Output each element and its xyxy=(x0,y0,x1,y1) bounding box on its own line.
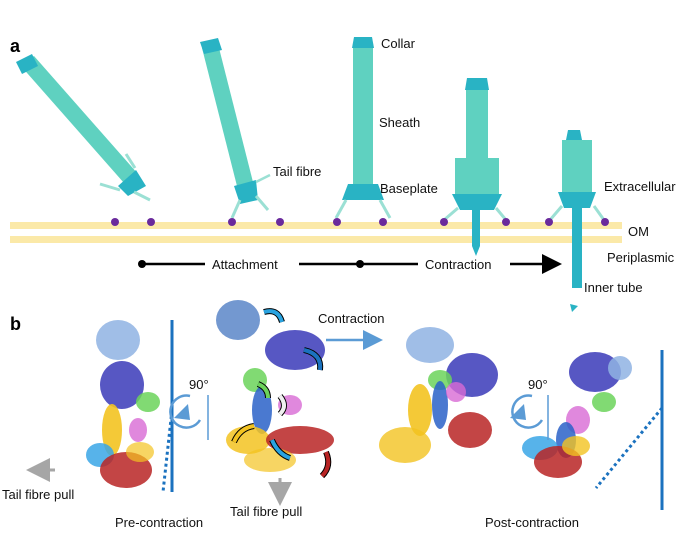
panel-a-letter: a xyxy=(10,36,21,56)
label-baseplate: Baseplate xyxy=(380,181,438,196)
label-om: OM xyxy=(628,224,649,239)
label-periplasmic: Periplasmic xyxy=(607,250,675,265)
label-tail-fibre: Tail fibre xyxy=(273,164,321,179)
motion-arrows xyxy=(231,308,332,479)
label-collar: Collar xyxy=(381,36,416,51)
label-rotation-left: 90° xyxy=(189,377,209,392)
label-inner-tube: Inner tube xyxy=(584,280,643,295)
label-rotation-right: 90° xyxy=(528,377,548,392)
process-timeline xyxy=(138,254,562,274)
rotation-arrow-left xyxy=(169,394,202,429)
phage-contracted xyxy=(548,130,606,312)
label-post-contraction: Post-contraction xyxy=(485,515,579,530)
label-tail-fibre-pull-left: Tail fibre pull xyxy=(2,487,74,502)
phage-approaching xyxy=(16,54,151,202)
protein-structure-pre-left xyxy=(86,320,160,488)
label-extracellular: Extracellular xyxy=(604,179,676,194)
rotation-arrowhead-right xyxy=(510,404,526,420)
label-contraction-b: Contraction xyxy=(318,311,384,326)
receptor-dots xyxy=(111,218,609,226)
protein-structure-post-right xyxy=(522,352,632,478)
axis-dotted-post xyxy=(594,407,664,489)
phage-attached xyxy=(200,38,271,219)
label-tail-fibre-pull-center: Tail fibre pull xyxy=(230,504,302,519)
axis-dotted-pre xyxy=(161,409,174,493)
label-attachment: Attachment xyxy=(212,257,278,272)
panel-b-letter: b xyxy=(10,314,21,334)
phage-contracting xyxy=(443,78,508,256)
outer-membrane xyxy=(10,222,622,243)
phage-upright xyxy=(334,37,392,219)
rotation-arrowhead-left xyxy=(174,404,190,420)
protein-structure-pre-center xyxy=(216,300,334,472)
label-sheath: Sheath xyxy=(379,115,420,130)
label-contraction-timeline: Contraction xyxy=(425,257,491,272)
protein-structure-post-center xyxy=(379,327,498,463)
label-pre-contraction: Pre-contraction xyxy=(115,515,203,530)
